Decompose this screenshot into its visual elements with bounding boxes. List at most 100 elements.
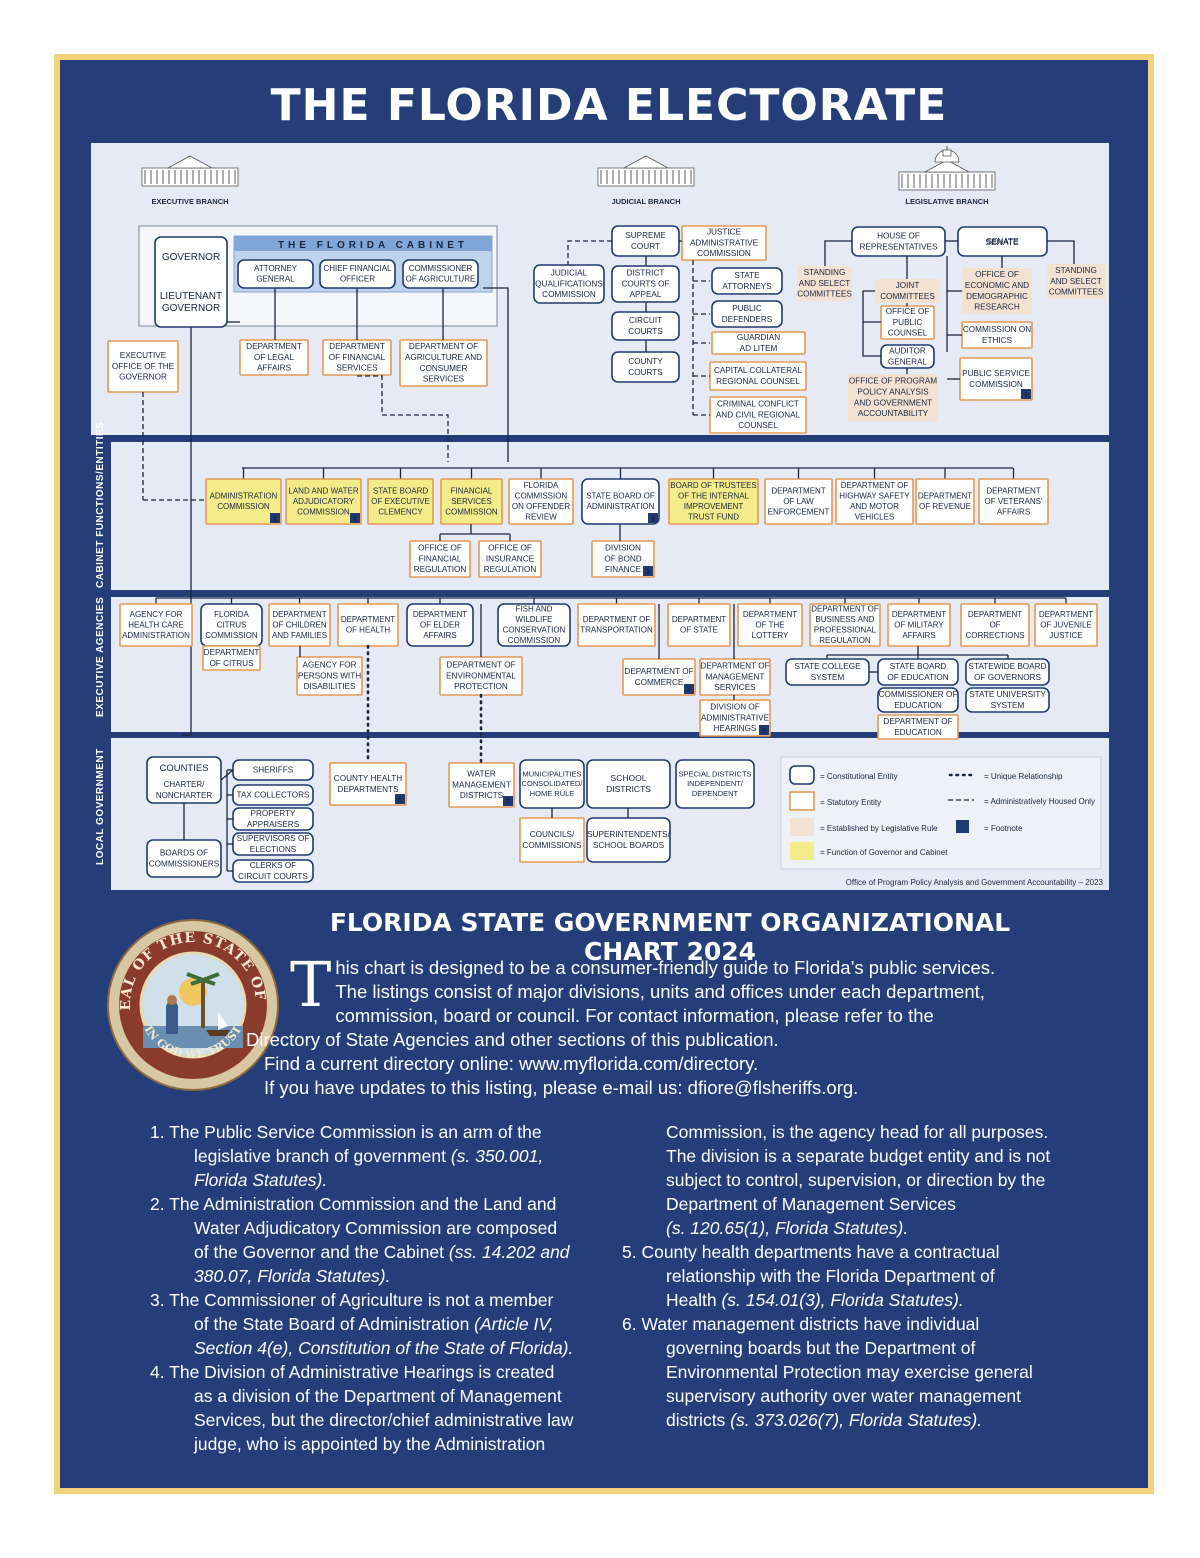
chart-label: OF CITRUS (209, 659, 254, 668)
dept-management-services-box (699, 658, 771, 696)
chart-label: SHERIFFS (253, 765, 294, 774)
chart-label: PROPERTY (251, 809, 296, 818)
chart-label: COMMISSION (297, 507, 350, 516)
chart-label: AND FAMILIES (272, 631, 327, 640)
chart-label: CORRECTIONS (965, 631, 1024, 640)
intro-line: his chart is designed to be a consumer-f… (335, 957, 996, 978)
chart-label: PUBLIC SERVICE (962, 369, 1030, 378)
chart-label: DEPARTMENT (246, 342, 302, 351)
footnote-line: 6. Water management districts have indiv… (622, 1314, 980, 1334)
chart-label: DEPARTMENT (204, 648, 260, 657)
chart-label: 1 (1024, 392, 1028, 399)
chart-label: AND GOVERNMENT (854, 398, 932, 407)
chart-label: COUNTY (628, 357, 663, 366)
chart-label: OF THE INTERNAL (678, 492, 750, 501)
chart-label: APPEAL (630, 290, 662, 299)
chart-label: DEPARTMENT (743, 610, 797, 619)
footnote-line: relationship with the Florida Department… (666, 1266, 995, 1286)
chart-label: ADMINISTRATION (122, 631, 190, 640)
executive-agency-box (667, 603, 731, 647)
chart-label: 2 (353, 516, 357, 523)
chart-label: THE FLORIDA CABINET (278, 240, 468, 251)
intro-line: Find a current directory online: www.myf… (264, 1053, 759, 1074)
chart-label: 5 (762, 728, 766, 735)
footnote-marker (1021, 389, 1031, 399)
chart-label: CONSERVATION (503, 626, 566, 635)
division-bond-finance-box (591, 540, 655, 578)
standing-committees-right-box (1047, 264, 1105, 299)
chart-label: HOUSE OF (877, 231, 920, 240)
chart-label: LEGISLATIVE BRANCH (905, 197, 988, 206)
building-pediment (167, 155, 213, 169)
chart-label: SCHOOL BOARDS (593, 841, 665, 850)
chart-label: DEPARTMENT OF (409, 342, 478, 351)
chart-label: REPRESENTATIVES (860, 242, 938, 251)
chart-label: = Footnote (984, 824, 1023, 833)
footnote-line: The division is a separate budget entity… (666, 1146, 1051, 1166)
chart-label: IMPROVEMENT (684, 502, 744, 511)
chart-label: EXECUTIVE (120, 351, 167, 360)
dept-legal-affairs-box (239, 339, 309, 376)
chart-label: OF (989, 620, 1000, 629)
chart-label: JOINT (896, 281, 920, 290)
chart-label: COMMISSION (217, 502, 270, 511)
footnote-marker (759, 725, 769, 735)
chart-label: OF ELDER (420, 620, 460, 629)
chart-label: SCHOOL (611, 773, 647, 783)
chart-label: ON OFFENDER (512, 502, 570, 511)
chart-label: CONSUMER (420, 364, 468, 373)
state-seal: GREAT SEAL OF THE STATE OF FLORIDA IN GO… (106, 918, 279, 1091)
chart-label: DEPARTMENT (672, 615, 726, 624)
chart-label: MANAGEMENT (452, 780, 511, 789)
connector-line (483, 287, 509, 462)
chart-label: COMMISSION (205, 631, 258, 640)
chart-label: DEPARTMENT OF (811, 604, 879, 613)
footnote-line: Commission, is the agency head for all p… (666, 1122, 1049, 1142)
chart-label: COUNCILS/ (530, 830, 575, 839)
chart-label: AND SELECT (799, 279, 850, 288)
footnote-marker (684, 684, 694, 694)
chart-label: OF AGRICULTURE (406, 275, 476, 284)
footnote-line: Department of Management Services (666, 1194, 956, 1214)
chart-label: OF FINANCIAL (329, 353, 386, 362)
chart-label: LAND AND WATER (288, 486, 358, 495)
chart-label: ADMINISTRATIVE (690, 238, 759, 247)
chart-label: ADMINISTRATIVE (701, 713, 770, 722)
chart-label: AFFAIRS (902, 631, 935, 640)
water-management-box (448, 762, 515, 808)
footnote-line: supervisory authority over water managem… (666, 1386, 1022, 1406)
chart-label: = Constitutional Entity (820, 772, 898, 781)
chart-label: GENERAL (888, 357, 928, 366)
chart-label: COURTS (628, 327, 663, 336)
chart-label: = Established by Legislative Rule (820, 824, 938, 833)
guardian-ad-litem-box (711, 331, 806, 355)
chart-label: OF THE (755, 620, 784, 629)
footnote-line: Florida Statutes). (194, 1170, 328, 1190)
legend-swatch-function (790, 842, 814, 860)
chart-label: POLICY ANALYSIS (857, 387, 929, 396)
state-attorneys-box (711, 267, 783, 295)
chart-label: FLORIDA (214, 610, 249, 619)
executive-agency-box (960, 603, 1030, 647)
dept-education-box (877, 714, 959, 740)
connector-line (1047, 240, 1075, 264)
chart-label: STATE (734, 271, 760, 280)
chart-label: DEFENDERS (722, 315, 773, 324)
cabinet-title-bar (234, 236, 492, 251)
chart-label: CRIMINAL CONFLICT (717, 400, 799, 409)
chart-label: DISTRICTS (606, 784, 651, 794)
chart-label: = Statutory Entity (820, 798, 881, 807)
chart-label: OF MILITARY (894, 620, 944, 629)
chart-label: ECONOMIC AND (965, 281, 1029, 290)
cabinet-entity-box (835, 478, 914, 525)
chart-label: OF EDUCATION (887, 673, 948, 682)
chart-label: OF STATE (680, 626, 718, 635)
chart-label: OF LAW (783, 497, 814, 506)
footnotes-left: 1. The Public Service Commission is an a… (150, 1120, 610, 1456)
intro-paragraph: T his chart is designed to be a consumer… (246, 954, 1080, 1100)
chart-label: FINANCIAL (419, 554, 462, 563)
chart-label: DEPARTMENT (771, 486, 825, 495)
chart-label: AUDITOR (889, 346, 926, 355)
footnote-line: 3. The Commissioner of Agriculture is no… (150, 1290, 554, 1310)
